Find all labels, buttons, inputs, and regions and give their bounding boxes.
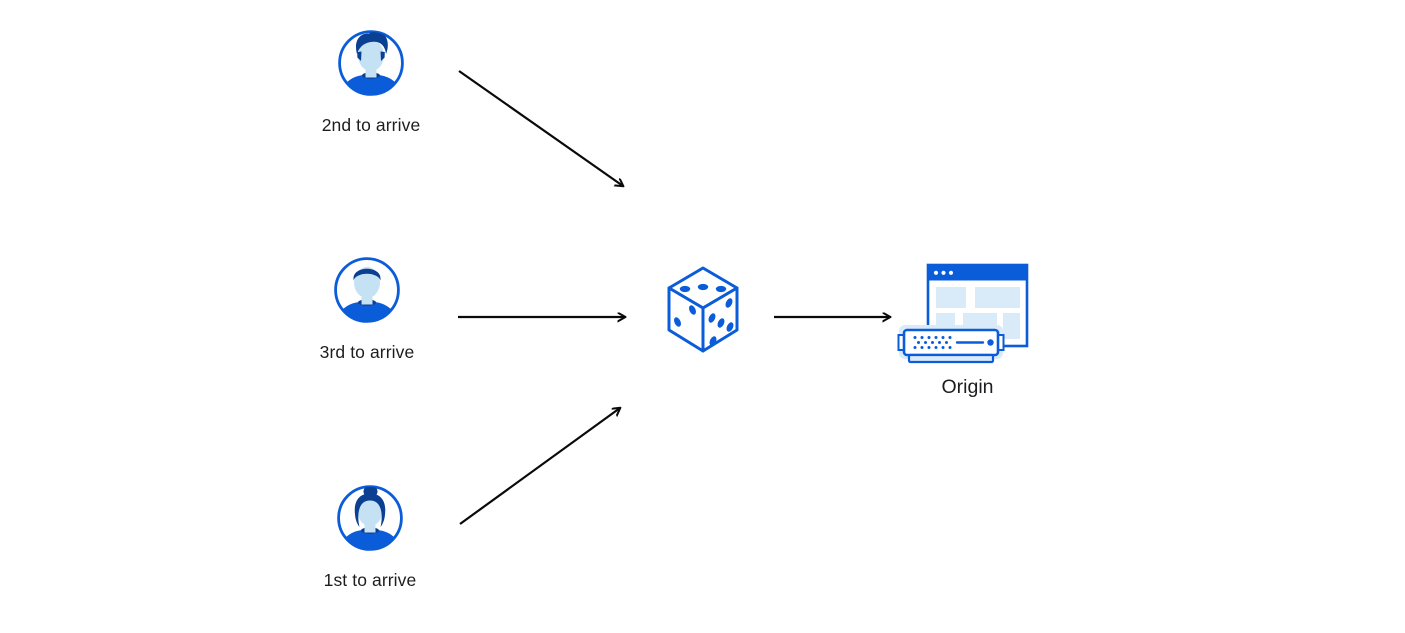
- dice-pips-left: [674, 305, 696, 327]
- client-label: 3rd to arrive: [319, 342, 415, 362]
- dice-icon: [667, 266, 739, 353]
- node-client-1st: 1st to arrive: [290, 483, 450, 591]
- client-label: 2nd to arrive: [321, 115, 421, 135]
- user-avatar-man-short-hair-icon: [334, 257, 400, 323]
- node-randomizer: [666, 266, 740, 353]
- server-led: [987, 339, 994, 346]
- server-icon: [897, 325, 1005, 364]
- arrow-client2-to-dice: [458, 70, 623, 186]
- node-client-3rd: 3rd to arrive: [287, 255, 447, 363]
- user-avatar-woman-bun-icon: [337, 485, 403, 551]
- arrow-client1-to-dice: [459, 408, 620, 525]
- node-origin: Origin: [895, 252, 1040, 399]
- server-vent-dots: [913, 336, 952, 349]
- dice-pips-top: [679, 283, 727, 293]
- user-avatar-man-pompadour-icon: [338, 30, 404, 96]
- dice-pips-right: [708, 298, 734, 346]
- client-label: 1st to arrive: [323, 570, 417, 590]
- node-client-2nd: 2nd to arrive: [291, 28, 451, 136]
- origin-label: Origin: [941, 376, 994, 398]
- origin-server-icon: [897, 263, 1029, 364]
